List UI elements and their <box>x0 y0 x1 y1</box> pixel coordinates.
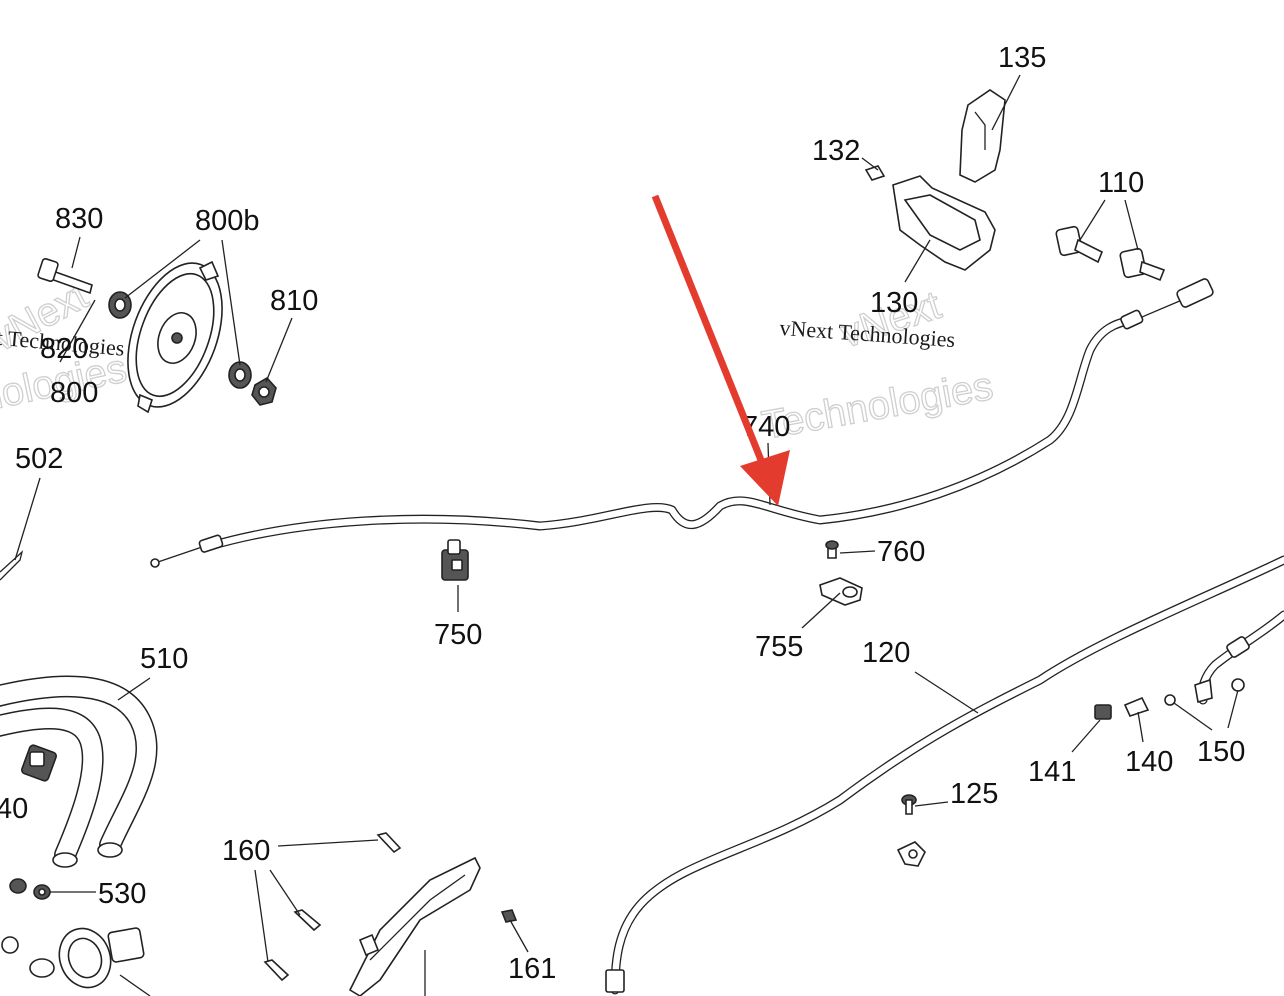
callout-820: 820 <box>40 333 88 365</box>
callout-141: 141 <box>1028 756 1076 788</box>
callout-530: 530 <box>98 878 146 910</box>
callout-125: 125 <box>950 778 998 810</box>
callout-830: 830 <box>55 203 103 235</box>
part-755-760 <box>819 540 863 606</box>
part-502 <box>0 550 24 581</box>
callout-labels: 135 132 110 130 830 800b 810 820 800 502… <box>0 42 1245 985</box>
callout-502: 502 <box>15 443 63 475</box>
part-125 <box>896 794 926 867</box>
part-800-assembly <box>37 257 277 414</box>
callout-130: 130 <box>870 287 918 319</box>
callout-160: 160 <box>222 835 270 867</box>
pointer-arrow <box>651 194 790 506</box>
callout-140: 140 <box>1125 746 1173 778</box>
callout-755: 755 <box>755 631 803 663</box>
callout-760: 760 <box>877 536 925 568</box>
part-140-141-150 <box>1094 678 1245 720</box>
callout-132: 132 <box>812 135 860 167</box>
watermark-outline-technologies: Technologies <box>759 364 997 448</box>
callout-750: 750 <box>434 619 482 651</box>
part-130-group <box>864 89 1006 271</box>
cable-120 <box>605 555 1284 995</box>
callout-800b: 800b <box>195 205 260 237</box>
callout-135: 135 <box>998 42 1046 74</box>
callout-161: 161 <box>508 953 556 985</box>
callout-150: 150 <box>1197 736 1245 768</box>
callout-800: 800 <box>50 377 98 409</box>
part-110-bolts <box>1055 225 1166 282</box>
tubes-510 <box>0 675 158 868</box>
callout-110: 110 <box>1098 167 1144 199</box>
pointer-arrow-head <box>740 450 790 506</box>
part-530-group <box>1 878 145 989</box>
part-750 <box>441 539 469 581</box>
callout-140-left: 40 <box>0 793 28 825</box>
cable-740 <box>150 278 1214 568</box>
callout-120: 120 <box>862 637 910 669</box>
callout-810: 810 <box>270 285 318 317</box>
pointer-arrow-shaft <box>651 194 769 472</box>
callout-510: 510 <box>140 643 188 675</box>
part-160-161-bracket <box>263 832 518 996</box>
